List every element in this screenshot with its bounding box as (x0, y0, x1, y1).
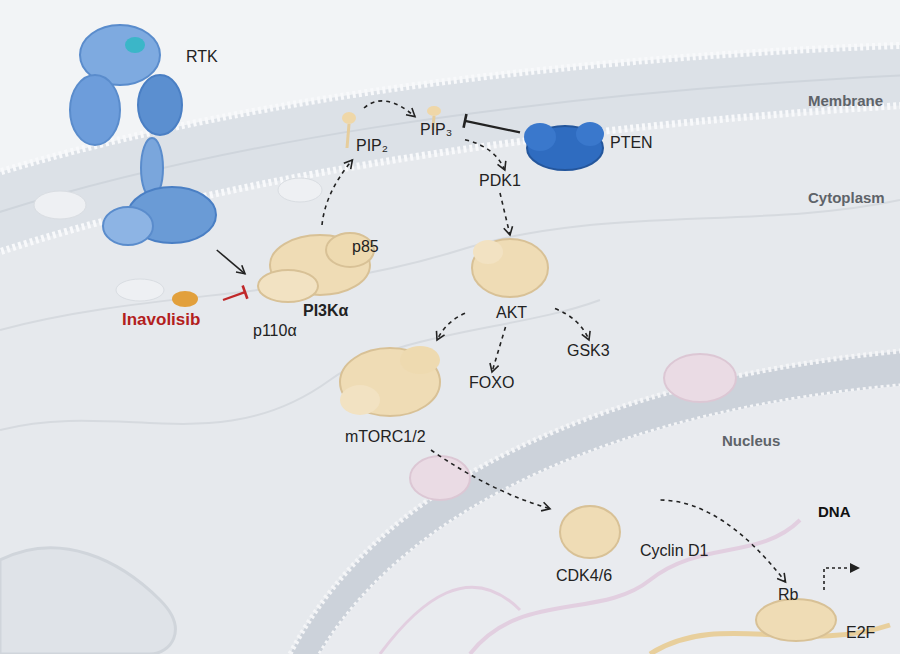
pip2-molecule (342, 112, 356, 124)
membrane-protein (116, 279, 164, 301)
organelle (0, 548, 175, 654)
effector-node: GSK3 (564, 340, 614, 363)
activation-arrow (431, 450, 550, 509)
pten-blob (524, 123, 556, 151)
rtk-domain (138, 75, 182, 135)
rtk-kinase (103, 207, 153, 245)
inhibitor-molecule (172, 291, 198, 307)
mtorc-blob (340, 385, 380, 415)
activation-arrow (661, 500, 786, 582)
protein-label: E2F (846, 624, 875, 642)
kinase-node: AKT (465, 235, 555, 327)
protein-label: Cyclin D1 (640, 542, 708, 560)
drug-node: Inavolisib (118, 285, 223, 335)
phosphatase-node: PTEN (520, 112, 660, 180)
protein-label: AKT (496, 304, 527, 322)
transcription-arrow (824, 568, 852, 590)
kinase-node: CDK4/6 Cyclin D1 (550, 500, 720, 588)
lipid-tail (347, 124, 349, 148)
nuclear-pore (664, 354, 736, 402)
protein-label: FOXO (469, 374, 514, 392)
membrane-protein (278, 178, 322, 202)
protein-label: RTK (186, 48, 218, 66)
akt-blob (473, 240, 503, 264)
envelope-edge (320, 385, 900, 654)
protein-label: PTEN (610, 134, 653, 152)
cytoskeleton (0, 200, 900, 330)
receptor-node: RTK (60, 15, 225, 250)
pip3-molecule (427, 106, 441, 116)
protein-label: PDK1 (479, 172, 521, 190)
inhibition-connector (223, 292, 245, 300)
complex-node: mTORC1/2 (335, 340, 455, 450)
effector-node: FOXO (466, 372, 518, 395)
activation-arrow (500, 193, 510, 235)
protein-label: CDK4/6 (556, 567, 612, 585)
activation-arrow (437, 313, 465, 340)
nuclear-pore (410, 456, 470, 500)
enzyme-node: p85PI3Kα p110α (245, 225, 385, 347)
cytoskeleton (0, 300, 600, 430)
protein-label: p85 (352, 238, 379, 256)
nucleoplasm (320, 385, 900, 654)
protein-label: PI3Kα (303, 302, 348, 320)
rb-blob (756, 599, 836, 641)
regulator-node: RbE2F (745, 582, 880, 646)
region-label: Membrane (808, 92, 883, 110)
inhibition-connector (465, 121, 520, 133)
protein-label: mTORC1/2 (345, 428, 426, 446)
protein-label: p110α (253, 322, 297, 340)
lipid-heads (0, 105, 900, 255)
region-label: Cytoplasm (808, 189, 885, 207)
rtk-domain (70, 75, 120, 145)
region-label: DNA (818, 503, 851, 521)
kinase-node: PDK1 (476, 170, 524, 193)
activation-arrow (555, 309, 589, 340)
dna-strand (380, 587, 520, 654)
pten-blob (576, 122, 604, 146)
protein-label: Rb (778, 586, 798, 604)
activation-arrow (217, 250, 245, 274)
protein-label: GSK3 (567, 342, 610, 360)
lipid-node: PIP₂ (335, 108, 393, 160)
protein-label: PIP₃ (420, 121, 452, 139)
lipid-node: PIP₃ (415, 104, 465, 146)
transcription-arrowhead (850, 563, 860, 573)
mtorc-blob (400, 346, 440, 374)
activation-arrow (322, 160, 352, 225)
activation-arrow (364, 101, 415, 117)
membrane-protein (34, 191, 86, 219)
ligand (125, 37, 145, 53)
bilayer-midline (0, 75, 900, 215)
activation-arrow (492, 327, 506, 372)
protein-label: PIP₂ (356, 137, 388, 155)
pi3k-blob (258, 270, 318, 302)
protein-label: Inavolisib (122, 311, 200, 329)
akt-blob (472, 239, 548, 297)
cdk-blob (560, 506, 620, 558)
activation-arrow (465, 140, 505, 170)
region-label: Nucleus (722, 432, 780, 450)
